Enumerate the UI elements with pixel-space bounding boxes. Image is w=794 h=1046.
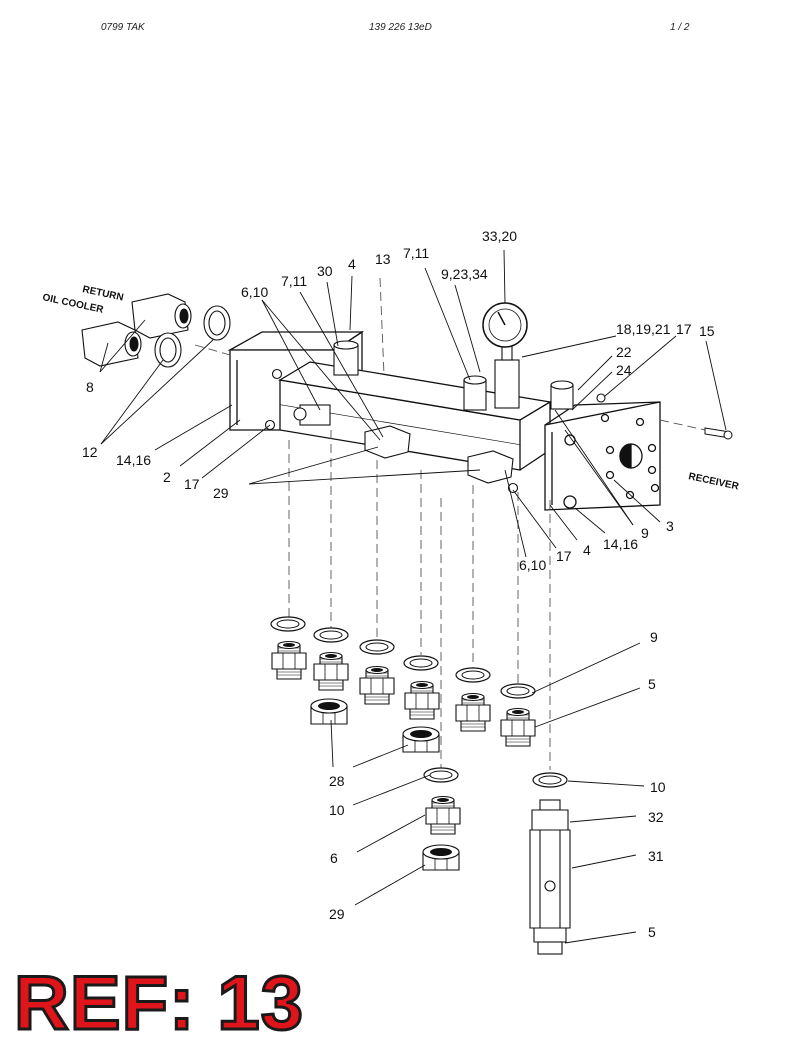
check-valve-assembly <box>529 799 571 955</box>
ref-banner: REF: 13 <box>13 961 305 1046</box>
callout-12: 12 <box>82 444 98 460</box>
callout-9-23-34: 9,23,34 <box>441 266 488 282</box>
callout-14-16-left: 14,16 <box>116 452 151 468</box>
manifold-assembly <box>227 330 661 511</box>
callout-17-top: 17 <box>676 321 692 337</box>
leader-lines <box>99 249 727 944</box>
callout-10-right: 10 <box>650 779 666 795</box>
callout-14-16-right: 14,16 <box>603 536 638 552</box>
callout-7-11-left: 7,11 <box>281 273 307 289</box>
callout-3: 3 <box>666 518 674 534</box>
manifold-fittings <box>264 337 606 494</box>
return-oil-cooler-fittings <box>81 293 231 368</box>
callout-29-top: 29 <box>213 485 229 501</box>
callout-28: 28 <box>329 773 345 789</box>
callout-33-20: 33,20 <box>482 228 517 244</box>
header-doc-number: 139 226 13eD <box>369 22 432 33</box>
header-page-number: 1 / 2 <box>670 22 690 33</box>
callout-24: 24 <box>616 362 632 378</box>
callout-4-top: 4 <box>348 256 356 272</box>
callout-2: 2 <box>163 469 171 485</box>
callout-9-right: 9 <box>641 525 649 541</box>
callout-5-upper: 5 <box>648 676 656 692</box>
callout-32: 32 <box>648 809 664 825</box>
loose-parts <box>270 616 568 871</box>
callout-6-10-top: 6,10 <box>241 284 268 300</box>
explosion-center-lines <box>194 277 706 770</box>
callout-13: 13 <box>375 251 391 267</box>
callout-22: 22 <box>616 344 632 360</box>
callout-17-bottom: 17 <box>556 548 572 564</box>
callout-29-lower: 29 <box>329 906 345 922</box>
pressure-gauge-icon <box>482 302 528 348</box>
callout-30: 30 <box>317 263 333 279</box>
callout-10-left: 10 <box>329 802 345 818</box>
callout-5-lower: 5 <box>648 924 656 940</box>
callout-17-left: 17 <box>184 476 200 492</box>
callout-9-lower: 9 <box>650 629 658 645</box>
label-receiver: RECEIVER <box>687 471 740 493</box>
callout-6-10-bottom: 6,10 <box>519 557 546 573</box>
callout-6-lower: 6 <box>330 850 338 866</box>
callout-15: 15 <box>699 323 715 339</box>
callout-labels: 33,20 7,11 13 4 30 7,11 6,10 9,23,34 18,… <box>82 228 715 940</box>
header-date-code: 0799 TAK <box>101 22 145 33</box>
callout-31: 31 <box>648 848 664 864</box>
callout-4-bottom: 4 <box>583 542 591 558</box>
callout-8: 8 <box>86 379 94 395</box>
callout-7-11-right: 7,11 <box>403 245 429 261</box>
callout-18-19-21: 18,19,21 <box>616 321 671 337</box>
receiver-bolt <box>704 427 733 440</box>
